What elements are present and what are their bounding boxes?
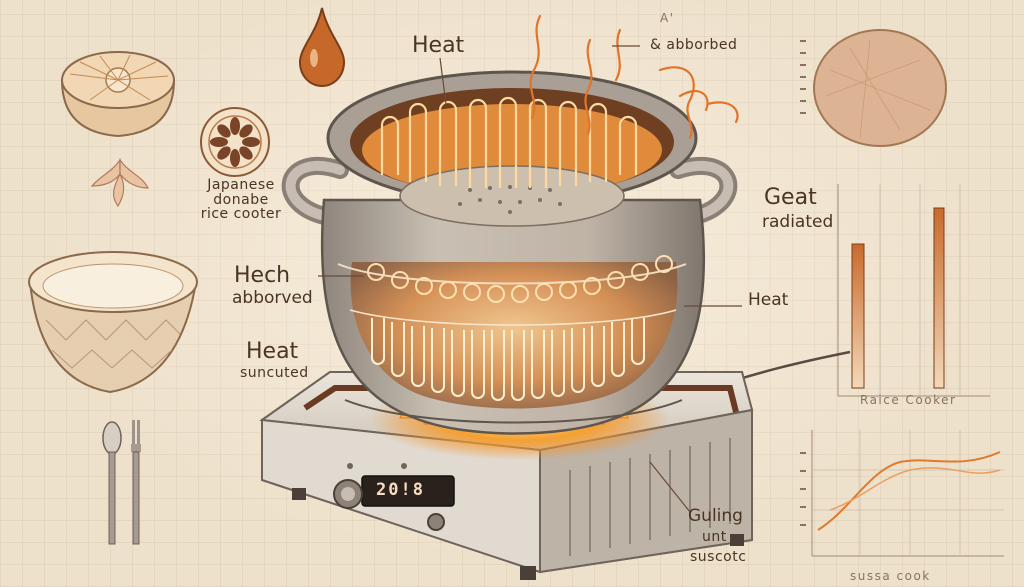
label-geat: Geat xyxy=(764,185,817,210)
title-line-1: Japanese xyxy=(207,177,275,193)
bowl-icon xyxy=(60,51,176,138)
label-unt: unt xyxy=(702,529,727,545)
donabe-pot xyxy=(281,70,738,435)
label-hech: Hech xyxy=(234,263,291,288)
line-chart xyxy=(800,430,1004,557)
heat-coils-upper xyxy=(380,96,638,188)
power-button[interactable] xyxy=(427,513,445,531)
gauge-bar-1 xyxy=(851,243,865,389)
label-bottom-axis: sussa cook xyxy=(850,569,931,583)
title-line-3: rice cooter xyxy=(200,206,282,223)
leaf-icon xyxy=(90,158,149,208)
leader-lines xyxy=(318,45,742,513)
label-suncuted: suncuted xyxy=(240,365,309,381)
label-heat-left: Heat xyxy=(246,339,299,364)
label-japanese-donabe: Japanese donabe rice cooter xyxy=(186,178,296,222)
label-radiated: radiated xyxy=(762,212,834,232)
gauge-chart xyxy=(837,184,990,397)
flower-plate-icon xyxy=(200,107,270,177)
scale-ticks-top xyxy=(800,40,806,114)
label-abborved: abborved xyxy=(232,288,313,308)
label-heat-right: Heat xyxy=(748,290,789,310)
heat-rings xyxy=(367,255,673,303)
label-mark-top: A' xyxy=(660,11,675,25)
fork-icon xyxy=(131,420,141,545)
gauge-bar-2 xyxy=(933,207,945,389)
label-suscotc: suscotc xyxy=(690,549,747,565)
spoon-icon xyxy=(102,421,122,545)
label-guling: Guling xyxy=(688,506,743,526)
label-absorbed-top: & abborbed xyxy=(650,37,738,53)
steam-wisps xyxy=(529,14,739,140)
heat-coils-lower xyxy=(371,318,645,401)
basin-icon xyxy=(28,251,198,394)
title-line-2: donabe xyxy=(213,191,269,208)
display-readout: 20!8 xyxy=(376,480,425,500)
label-raice-cooker: Raice Cooker xyxy=(860,393,957,407)
biscuit-icon xyxy=(813,29,947,147)
label-heat-top: Heat xyxy=(412,33,465,58)
droplet-icon xyxy=(298,7,346,88)
